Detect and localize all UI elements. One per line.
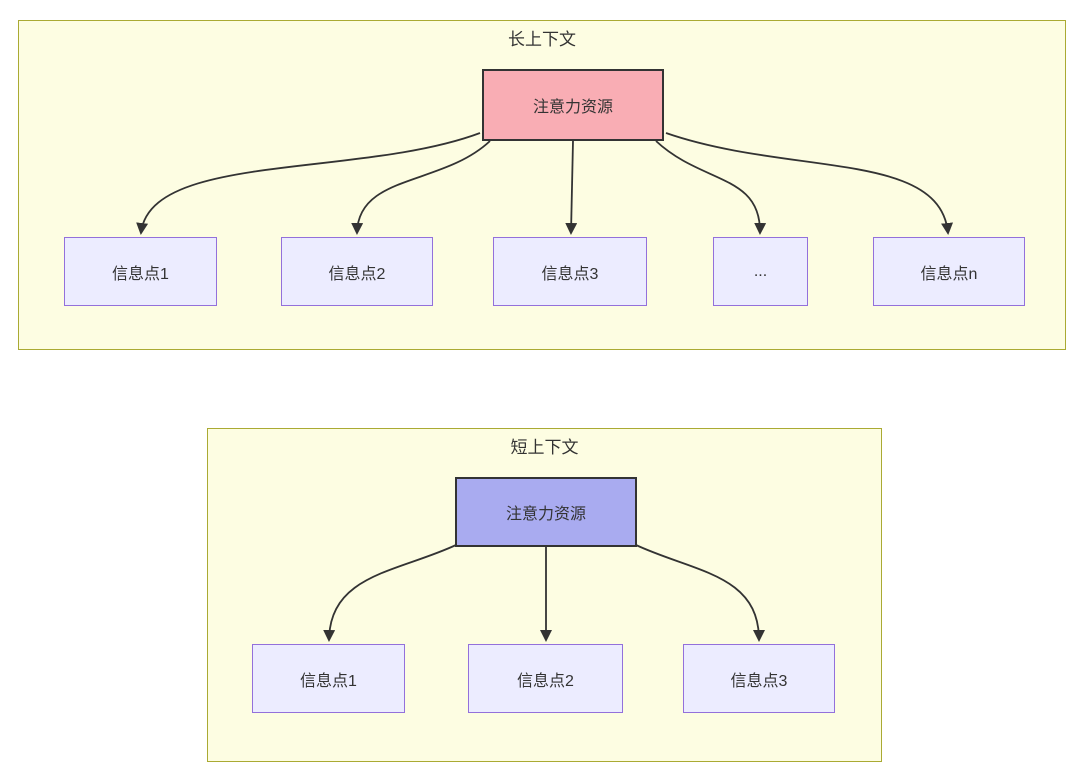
edge-short-to-point1	[323, 544, 457, 642]
edge-long-to-point1	[136, 132, 481, 235]
info-node-short-1: 信息点1	[252, 644, 405, 713]
edge-short-to-point3	[635, 544, 765, 642]
long-context-title: 长上下文	[508, 30, 576, 49]
edge-long-to-point2	[351, 140, 491, 235]
attention-node-short: 注意力资源	[455, 477, 637, 547]
info-node-long-n: 信息点n	[873, 237, 1025, 306]
info-node-long-2: 信息点2	[281, 237, 433, 306]
info-node-long-3: 信息点3	[493, 237, 647, 306]
info-node-short-2: 信息点2	[468, 644, 623, 713]
info-node-short-3: 信息点3	[683, 644, 835, 713]
attention-node-long: 注意力资源	[482, 69, 664, 141]
info-node-long-1: 信息点1	[64, 237, 217, 306]
short-context-title: 短上下文	[510, 438, 579, 457]
edge-long-to-point-n	[665, 132, 953, 235]
info-node-long-dots: ...	[713, 237, 808, 306]
edge-long-to-point-dots	[655, 140, 767, 235]
edge-long-to-point3	[565, 140, 578, 235]
